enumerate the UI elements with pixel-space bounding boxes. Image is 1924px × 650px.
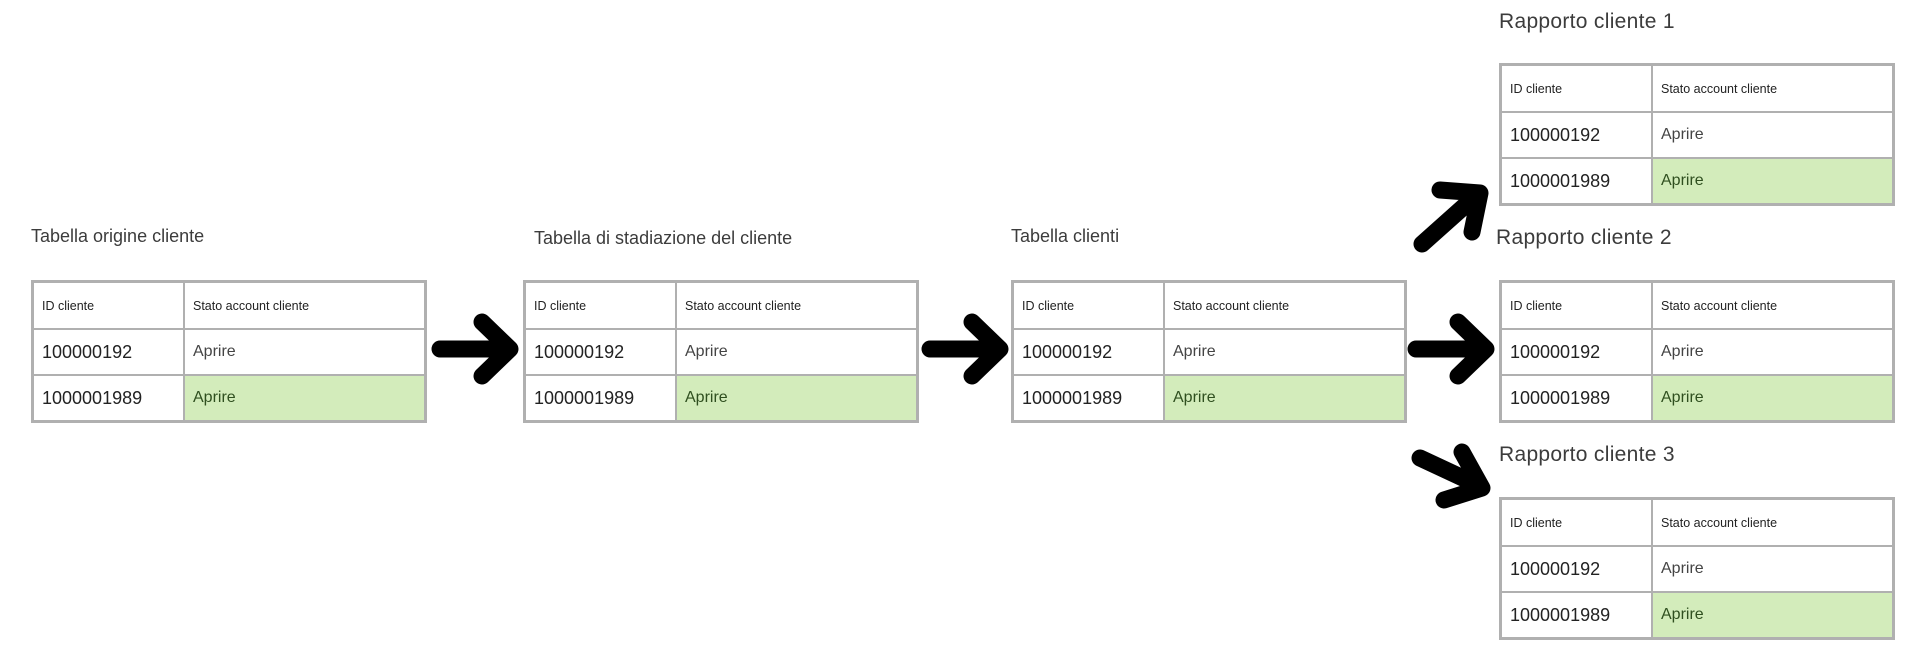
cell-stato-account: Aprire — [1651, 111, 1895, 159]
cell-id-cliente: 100000192 — [1499, 545, 1653, 593]
arrow-down-right-icon — [1411, 443, 1491, 509]
header-stato-account: Stato account cliente — [183, 280, 427, 330]
cell-stato-account: Aprire — [1651, 591, 1895, 640]
table-row: 100000192 Aprire — [1011, 328, 1407, 376]
header-stato-account: Stato account cliente — [1651, 63, 1895, 113]
table-row: 100000192 Aprire — [1499, 545, 1895, 593]
header-stato-account: Stato account cliente — [1651, 497, 1895, 547]
cell-stato-account: Aprire — [183, 328, 427, 376]
table-row: 1000001989 Aprire — [1499, 157, 1895, 206]
header-stato-account: Stato account cliente — [1163, 280, 1407, 330]
cell-id-cliente: 100000192 — [1499, 328, 1653, 376]
report-1-table: ID cliente Stato account cliente 1000001… — [1499, 63, 1895, 206]
table-header-row: ID cliente Stato account cliente — [1499, 280, 1895, 330]
header-id-cliente: ID cliente — [1499, 497, 1653, 547]
cell-stato-account: Aprire — [1651, 374, 1895, 423]
header-id-cliente: ID cliente — [523, 280, 677, 330]
table-row: 1000001989 Aprire — [1011, 374, 1407, 423]
table-row: 100000192 Aprire — [1499, 328, 1895, 376]
header-id-cliente: ID cliente — [1011, 280, 1165, 330]
report-1-table-title: Rapporto cliente 1 — [1499, 10, 1675, 33]
table-header-row: ID cliente Stato account cliente — [31, 280, 427, 330]
cell-id-cliente: 100000192 — [1499, 111, 1653, 159]
customers-table: ID cliente Stato account cliente 1000001… — [1011, 280, 1407, 423]
table-header-row: ID cliente Stato account cliente — [1011, 280, 1407, 330]
cell-id-cliente: 1000001989 — [1499, 374, 1653, 423]
report-2-table: ID cliente Stato account cliente 1000001… — [1499, 280, 1895, 423]
cell-stato-account: Aprire — [1163, 328, 1407, 376]
customers-table-title: Tabella clienti — [1011, 226, 1120, 246]
table-row: 1000001989 Aprire — [1499, 374, 1895, 423]
cell-stato-account: Aprire — [183, 374, 427, 423]
report-2-table-title: Rapporto cliente 2 — [1496, 226, 1672, 249]
table-row: 100000192 Aprire — [523, 328, 919, 376]
cell-id-cliente: 100000192 — [1011, 328, 1165, 376]
cell-id-cliente: 100000192 — [31, 328, 185, 376]
table-header-row: ID cliente Stato account cliente — [1499, 497, 1895, 547]
cell-stato-account: Aprire — [1651, 157, 1895, 206]
arrow-right-icon — [921, 313, 1009, 385]
table-row: 1000001989 Aprire — [523, 374, 919, 423]
cell-stato-account: Aprire — [1651, 328, 1895, 376]
header-stato-account: Stato account cliente — [675, 280, 919, 330]
arrow-up-right-icon — [1413, 181, 1489, 253]
table-row: 1000001989 Aprire — [1499, 591, 1895, 640]
cell-stato-account: Aprire — [1651, 545, 1895, 593]
cell-stato-account: Aprire — [1163, 374, 1407, 423]
header-id-cliente: ID cliente — [1499, 63, 1653, 113]
cell-id-cliente: 1000001989 — [31, 374, 185, 423]
cell-id-cliente: 1000001989 — [1499, 157, 1653, 206]
report-3-table: ID cliente Stato account cliente 1000001… — [1499, 497, 1895, 640]
cell-id-cliente: 100000192 — [523, 328, 677, 376]
arrow-right-icon — [431, 313, 519, 385]
table-header-row: ID cliente Stato account cliente — [523, 280, 919, 330]
header-id-cliente: ID cliente — [31, 280, 185, 330]
staging-table: ID cliente Stato account cliente 1000001… — [523, 280, 919, 423]
table-header-row: ID cliente Stato account cliente — [1499, 63, 1895, 113]
table-row: 100000192 Aprire — [1499, 111, 1895, 159]
cell-id-cliente: 1000001989 — [1011, 374, 1165, 423]
staging-table-title: Tabella di stadiazione del cliente — [534, 228, 793, 248]
table-row: 100000192 Aprire — [31, 328, 427, 376]
arrow-right-icon — [1407, 313, 1495, 385]
report-3-table-title: Rapporto cliente 3 — [1499, 443, 1675, 466]
header-id-cliente: ID cliente — [1499, 280, 1653, 330]
header-stato-account: Stato account cliente — [1651, 280, 1895, 330]
cell-id-cliente: 1000001989 — [523, 374, 677, 423]
cell-id-cliente: 1000001989 — [1499, 591, 1653, 640]
table-row: 1000001989 Aprire — [31, 374, 427, 423]
cell-stato-account: Aprire — [675, 374, 919, 423]
origin-table: ID cliente Stato account cliente 1000001… — [31, 280, 427, 423]
origin-table-title: Tabella origine cliente — [31, 226, 205, 246]
cell-stato-account: Aprire — [675, 328, 919, 376]
